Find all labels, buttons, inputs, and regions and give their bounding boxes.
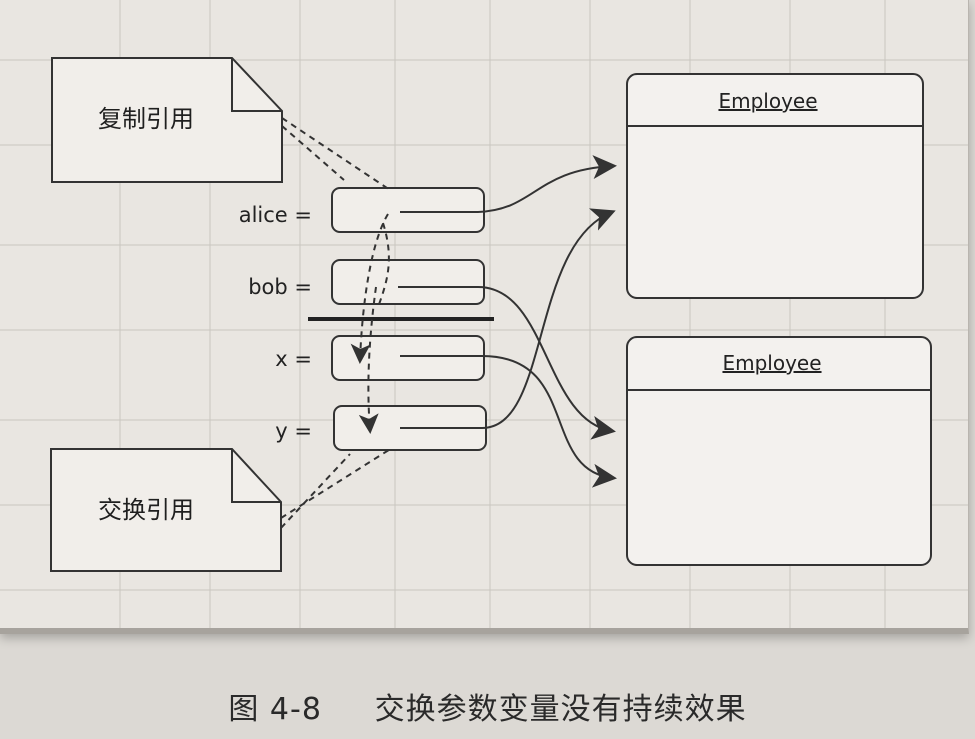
bob-to-bottom-employee-arrow	[398, 286, 616, 440]
figure-caption: 图 4-8 交换参数变量没有持续效果	[0, 684, 975, 728]
employee-object-top: Employee	[626, 73, 924, 299]
y-to-top-employee-arrow	[400, 208, 616, 429]
note-copy-references: 复制引用	[51, 57, 283, 183]
y-label: y =	[275, 419, 312, 443]
employee-object-bottom: Employee	[626, 336, 932, 566]
note-copy-label: 复制引用	[98, 105, 194, 133]
alice-label: alice =	[239, 203, 312, 227]
bob-reference-box	[331, 259, 485, 305]
bob-label: bob =	[248, 275, 312, 299]
note-swap-references: 交换引用	[50, 448, 282, 572]
employee-top-title: Employee	[718, 89, 817, 113]
x-reference-box	[331, 335, 485, 381]
reference-arrows	[398, 155, 617, 488]
note-swap-label: 交换引用	[98, 496, 194, 524]
employee-bottom-title: Employee	[722, 351, 821, 375]
caption-gap	[332, 692, 364, 727]
alice-reference-box	[331, 187, 485, 233]
x-to-bottom-employee-arrow	[400, 355, 617, 488]
dashed-copy-and-swap-lines	[280, 117, 393, 529]
figure-caption-text: 交换参数变量没有持续效果	[374, 692, 747, 727]
alice-to-top-employee-arrow	[400, 155, 617, 213]
x-label: x =	[275, 347, 312, 371]
figure-number: 图 4-8	[228, 692, 322, 727]
